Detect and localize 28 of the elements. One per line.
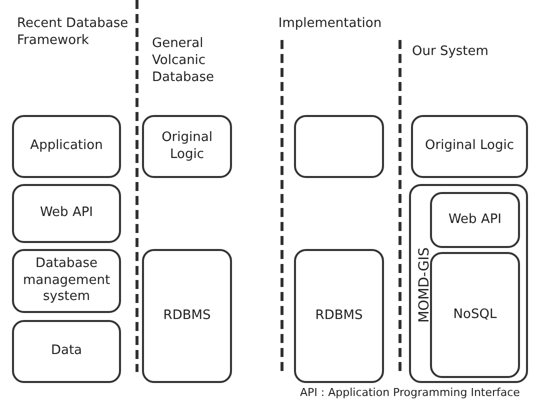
group-label: MOMD-GIS [416,247,434,323]
footnote: API : Application Programming Interface [300,386,521,400]
box-label: Data [50,343,82,360]
layer-box [294,249,384,383]
group-box [409,184,528,383]
box-label: RDBMS [163,308,211,324]
box-label: RDBMS [315,308,363,324]
layer-box [12,320,121,383]
empty-layer-box [294,115,384,178]
layer-box [142,249,232,383]
layer-box [411,115,528,178]
column-heading: General Volcanic Database [152,36,216,87]
box-label: Application [30,138,103,155]
column-heading: Our System [412,44,490,61]
component-box [430,192,520,248]
box-label: Original Logic [160,130,214,164]
layer-box [12,249,121,313]
layer-box [12,115,121,178]
column-heading: Recent Database Framework [17,16,130,50]
column-heading: Implementation [277,16,383,33]
box-label: Original Logic [425,138,514,155]
box-label: Web API [448,212,502,228]
box-label: NoSQL [453,306,497,324]
box-label: Web API [40,205,94,222]
layer-box [142,115,232,178]
layer-box [12,184,121,243]
box-label: Database management system [22,256,112,306]
component-box [430,252,520,378]
